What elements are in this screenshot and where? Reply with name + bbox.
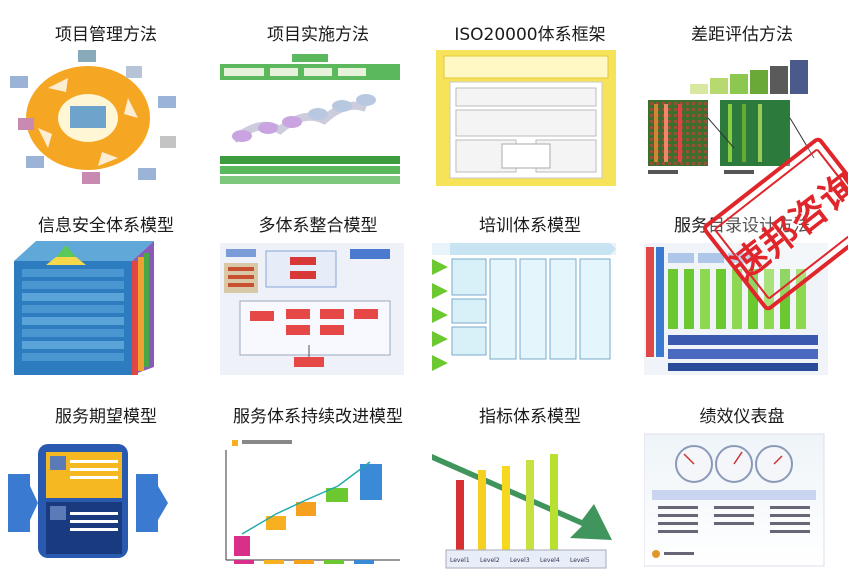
performance-gauges-icon — [644, 430, 832, 570]
security-cube-diagram-icon — [8, 239, 196, 379]
model-card-project-management: 项目管理方法 — [0, 14, 212, 206]
model-card-multi-system: 多体系整合模型 — [212, 205, 424, 397]
service-expectation-diagram-icon — [8, 430, 196, 570]
model-title: 服务体系持续改进模型 — [233, 407, 403, 427]
model-title: 差距评估方法 — [691, 25, 793, 45]
level-label: Level5 — [570, 557, 590, 564]
model-title: 信息安全体系模型 — [38, 216, 174, 236]
model-card-service-expectation: 服务期望模型 — [0, 396, 212, 577]
model-card-gap-assessment: 差距评估方法 — [636, 14, 848, 206]
level-label: Level4 — [540, 557, 560, 564]
implementation-steps-diagram-icon — [220, 48, 408, 188]
model-title: ISO20000体系框架 — [454, 25, 606, 45]
model-card-kpi-system: 指标体系模型 Level1 Level2 Level3 Level4 Level… — [424, 396, 636, 577]
model-card-continuous-improvement: 服务体系持续改进模型 — [212, 396, 424, 577]
model-title: 服务期望模型 — [55, 407, 157, 427]
model-title: 指标体系模型 — [479, 407, 581, 427]
level-label: Level3 — [510, 557, 530, 564]
level-label: Level1 — [450, 557, 470, 564]
model-card-iso20000: ISO20000体系框架 — [424, 14, 636, 206]
level-label: Level2 — [480, 557, 500, 564]
project-management-cycle-diagram-icon — [8, 48, 196, 188]
continuous-improvement-steps-icon — [220, 430, 408, 570]
training-matrix-diagram-icon — [432, 239, 620, 379]
integration-flow-diagram-icon — [220, 239, 408, 379]
model-card-implementation: 项目实施方法 — [212, 14, 424, 206]
iso-framework-diagram-icon — [432, 48, 620, 188]
model-title: 多体系整合模型 — [258, 216, 378, 236]
model-title: 项目管理方法 — [55, 25, 157, 45]
model-card-training: 培训体系模型 — [424, 205, 636, 397]
gap-assessment-chart-icon — [644, 48, 832, 188]
model-card-info-security: 信息安全体系模型 — [0, 205, 212, 397]
model-title: 项目实施方法 — [267, 25, 369, 45]
model-title: 培训体系模型 — [479, 216, 581, 236]
model-card-performance-dashboard: 绩效仪表盘 — [636, 396, 848, 577]
kpi-levels-diagram-icon: Level1 Level2 Level3 Level4 Level5 — [432, 430, 620, 570]
model-title: 绩效仪表盘 — [699, 407, 785, 427]
